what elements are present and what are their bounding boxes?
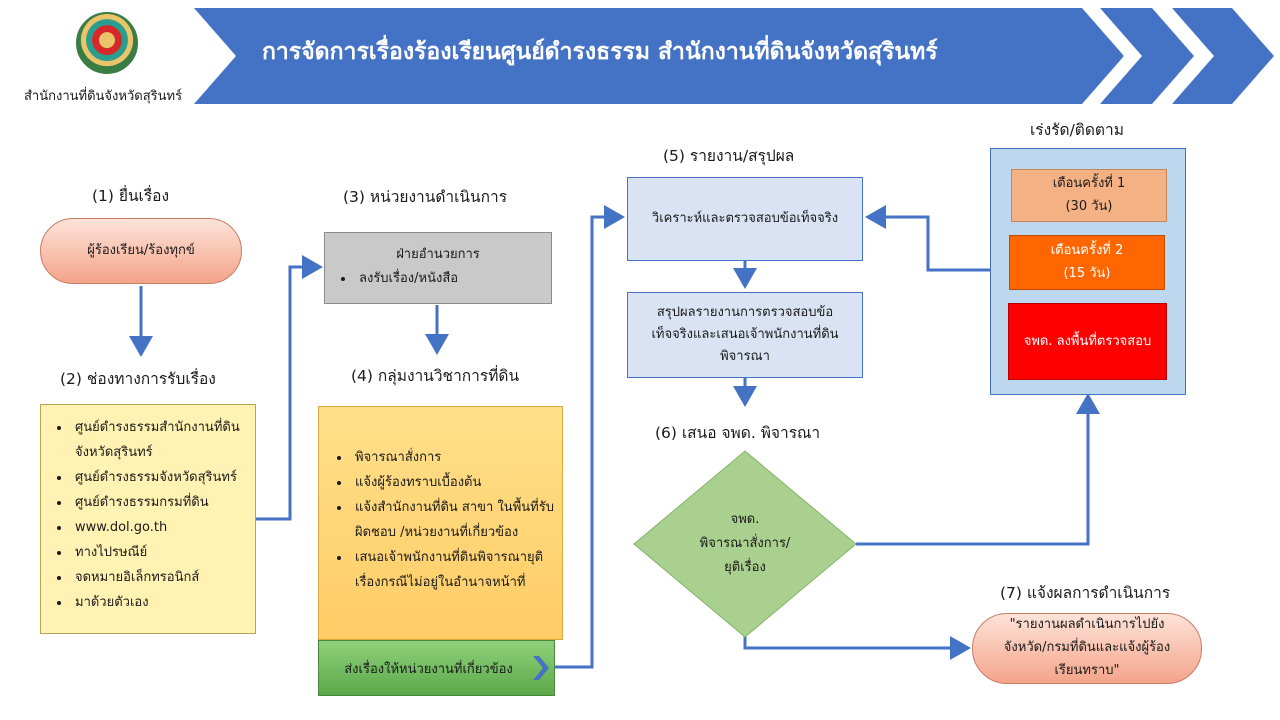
step5-heading: (5) รายงาน/สรุปผล bbox=[663, 147, 795, 165]
warning-1-days: (30 วัน) bbox=[1065, 198, 1113, 214]
channel-item: จดหมายอิเล็กทรอนิกส์ bbox=[71, 565, 249, 590]
land-academic-item: พิจารณาสั่งการ bbox=[351, 445, 554, 470]
step2-heading: (2) ช่องทางการรับเรื่อง bbox=[60, 370, 216, 388]
decision-line3: ยุติเรื่อง bbox=[724, 560, 766, 575]
forward-to-agency-label: ส่งเรื่องให้หน่วยงานที่เกี่ยวข้อง bbox=[344, 661, 513, 677]
channel-item: ทางไปรษณีย์ bbox=[71, 540, 249, 565]
admin-section-title: ฝ่ายอำนวยการ bbox=[396, 247, 480, 262]
decision-line2: พิจารณาสั่งการ/ bbox=[699, 536, 791, 551]
notify-result-label: "รายงานผลดำเนินการไปยังจังหวัด/กรมที่ดิน… bbox=[1003, 617, 1171, 678]
chevron-right-icon bbox=[533, 656, 549, 680]
step6-heading: (6) เสนอ จพด. พิจารณา bbox=[655, 424, 821, 442]
complainant-label: ผู้ร้องเรียน/ร้องทุกข์ bbox=[87, 243, 195, 259]
land-academic-item: เสนอเจ้าพนักงานที่ดินพิจารณายุติเรื่องกร… bbox=[351, 545, 554, 595]
step3-heading: (3) หน่วยงานดำเนินการ bbox=[343, 188, 508, 206]
analyze-facts-label: วิเคราะห์และตรวจสอบข้อเท็จจริง bbox=[651, 211, 839, 227]
field-inspection-box: จพด. ลงพื้นที่ตรวจสอบ bbox=[1008, 303, 1167, 380]
office-name: สำนักงานที่ดินจังหวัดสุรินทร์ bbox=[24, 89, 183, 104]
step7-heading: (7) แจ้งผลการดำเนินการ bbox=[1000, 584, 1171, 602]
warning-2-title: เตือนครั้งที่ 2 bbox=[1050, 242, 1124, 258]
channel-item: ศูนย์ดำรงธรรมสำนักงานที่ดินจังหวัดสุรินท… bbox=[71, 415, 249, 465]
page-title: การจัดการเรื่องร้องเรียนศูนย์ดำรงธรรม สำ… bbox=[262, 39, 938, 65]
followup-heading: เร่งรัด/ติดตาม bbox=[1030, 121, 1124, 139]
channel-item: ศูนย์ดำรงธรรมกรมที่ดิน bbox=[71, 490, 249, 515]
analyze-facts-box: วิเคราะห์และตรวจสอบข้อเท็จจริง bbox=[627, 177, 863, 261]
banner-chevron-1 bbox=[1100, 8, 1194, 104]
warning-1-box: เตือนครั้งที่ 1 (30 วัน) bbox=[1011, 169, 1167, 222]
decision-text: จพด. พิจารณาสั่งการ/ ยุติเรื่อง bbox=[680, 508, 810, 580]
banner-chevron-2 bbox=[1172, 8, 1274, 104]
summary-report-box: สรุปผลรายงานการตรวจสอบข้อเท็จจริงและเสนอ… bbox=[627, 292, 863, 378]
summary-report-label: สรุปผลรายงานการตรวจสอบข้อเท็จจริงและเสนอ… bbox=[651, 304, 839, 365]
provincial-seal-logo bbox=[76, 12, 138, 74]
decision-line1: จพด. bbox=[730, 512, 760, 527]
forward-to-agency-button[interactable]: ส่งเรื่องให้หน่วยงานที่เกี่ยวข้อง bbox=[318, 640, 555, 696]
warning-1-title: เตือนครั้งที่ 1 bbox=[1052, 175, 1126, 191]
admin-section-list: ลงรับเรื่อง/หนังสือ bbox=[325, 266, 551, 291]
channel-item: มาด้วยตัวเอง bbox=[71, 590, 249, 615]
channels-box: ศูนย์ดำรงธรรมสำนักงานที่ดินจังหวัดสุรินท… bbox=[40, 404, 256, 634]
channel-item: ศูนย์ดำรงธรรมจังหวัดสุรินทร์ bbox=[71, 465, 249, 490]
step1-heading: (1) ยื่นเรื่อง bbox=[92, 187, 170, 205]
warning-2-box: เตือนครั้งที่ 2 (15 วัน) bbox=[1009, 235, 1165, 290]
decision-diamond bbox=[633, 450, 857, 638]
land-academic-list: พิจารณาสั่งการ แจ้งผู้ร้องทราบเบื้องต้น … bbox=[329, 445, 554, 595]
notify-result-box: "รายงานผลดำเนินการไปยังจังหวัด/กรมที่ดิน… bbox=[972, 613, 1202, 684]
land-academic-item: แจ้งผู้ร้องทราบเบื้องต้น bbox=[351, 470, 554, 495]
admin-section-box: ฝ่ายอำนวยการ ลงรับเรื่อง/หนังสือ bbox=[324, 232, 552, 304]
warning-2-days: (15 วัน) bbox=[1063, 265, 1111, 281]
land-academic-item: แจ้งสำนักงานที่ดิน สาขา ในพื้นที่รับผิดช… bbox=[351, 495, 554, 545]
complainant-box: ผู้ร้องเรียน/ร้องทุกข์ bbox=[40, 218, 242, 284]
channel-item: www.dol.go.th bbox=[71, 515, 249, 540]
field-inspection-label: จพด. ลงพื้นที่ตรวจสอบ bbox=[1023, 333, 1152, 349]
admin-section-item: ลงรับเรื่อง/หนังสือ bbox=[355, 266, 551, 291]
title-banner bbox=[194, 8, 1124, 104]
channels-list: ศูนย์ดำรงธรรมสำนักงานที่ดินจังหวัดสุรินท… bbox=[49, 415, 249, 615]
step4-heading: (4) กลุ่มงานวิชาการที่ดิน bbox=[351, 367, 520, 385]
land-academic-box: พิจารณาสั่งการ แจ้งผู้ร้องทราบเบื้องต้น … bbox=[318, 406, 563, 640]
